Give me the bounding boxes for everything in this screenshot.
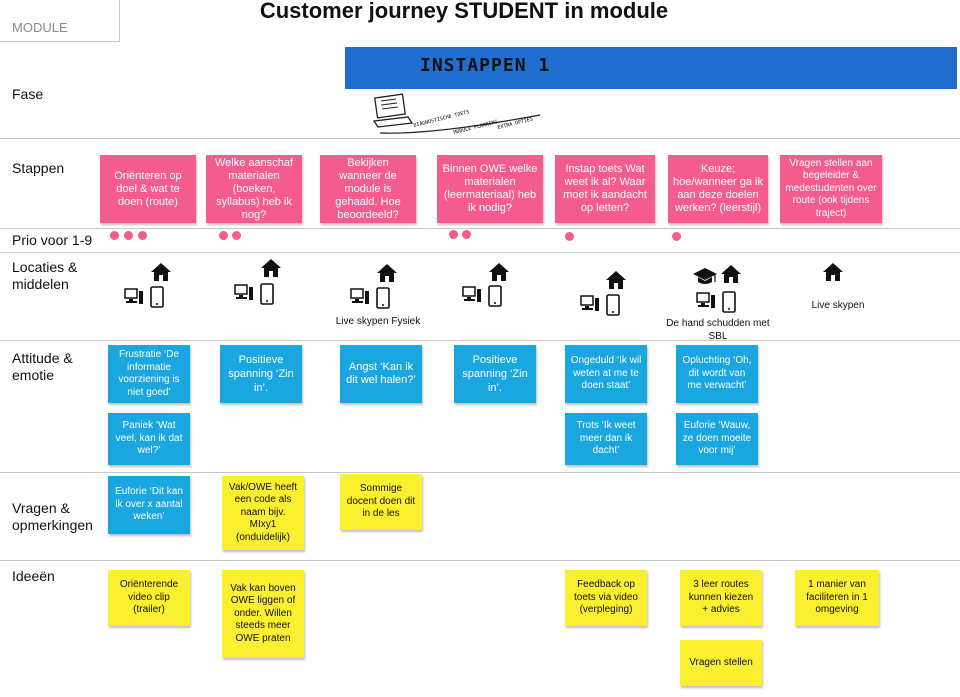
computer-icon (234, 284, 253, 300)
question-note: Vak/OWE heeft een code als naam bijv. MI… (222, 476, 304, 550)
tablet-icon (722, 291, 736, 313)
tablet-icon (606, 294, 620, 316)
house-icon (721, 265, 741, 283)
graduation-cap-icon (693, 268, 717, 284)
step-note: Oriënteren op doel & wat te doen (route) (100, 155, 196, 223)
step-note: Keuze; hoe/wanneer ga ik aan deze doelen… (668, 155, 768, 223)
priority-dot (110, 231, 119, 240)
row-label-vragen: Vragen & opmerkingen (12, 500, 93, 533)
idea-note: Vak kan boven OWE liggen of onder. Wille… (222, 570, 304, 658)
step-note: Instap toets Wat weet ik al? Waar moet i… (555, 155, 655, 223)
computer-icon (580, 295, 599, 311)
row-label-ideeen: Ideeën (12, 568, 55, 584)
row-label-prio: Prio voor 1-9 (12, 232, 93, 248)
phase-banner (345, 47, 957, 89)
divider (0, 340, 960, 341)
idea-note: Vragen stellen (680, 640, 762, 686)
sketch-label: MODULE PLANNING (453, 119, 498, 136)
divider (0, 228, 960, 229)
page-title: Customer journey STUDENT in module (259, 0, 669, 23)
house-icon (823, 263, 843, 281)
computer-icon (696, 292, 715, 308)
row-label-attitude: Attitude & emotie (12, 350, 73, 383)
house-icon (151, 263, 171, 281)
priority-dot (672, 232, 681, 241)
idea-note: Oriënterende video clip (trailer) (108, 570, 190, 626)
priority-dot (449, 230, 458, 239)
divider (0, 138, 960, 139)
house-icon (606, 271, 626, 289)
priority-dot (232, 231, 241, 240)
emotion-note: Ongeduld ‘Ik wil weten at me te doen sta… (565, 345, 647, 403)
row-label-fase: Fase (12, 86, 44, 102)
location-caption: Live skypen Fysiek (335, 316, 421, 327)
tablet-icon (376, 287, 390, 309)
laptop-sketch-icon: DIAGNOSTISCHE TOETS MODULE PLANNING EXTR… (372, 93, 541, 136)
house-icon (489, 263, 509, 281)
computer-icon (350, 288, 369, 304)
priority-dot (124, 231, 133, 240)
emotion-note: Opluchting ‘Oh, dit wordt van me verwach… (676, 345, 758, 403)
emotion-note: Trots ‘Ik weet meer dan ik dacht’ (565, 413, 647, 465)
priority-dot (565, 232, 574, 241)
location-caption: Live skypen (811, 300, 865, 311)
emotion-note: Positieve spanning ‘Zin in’. (454, 345, 536, 403)
emotion-note: Paniek ‘Wat veel, kan ik dat wel?’ (108, 413, 190, 465)
priority-dot (138, 231, 147, 240)
emotion-note: Positieve spanning ‘Zin in’. (220, 345, 302, 403)
house-icon (377, 264, 397, 282)
step-note: Vragen stellen aan begeleider & medestud… (780, 155, 882, 223)
tablet-icon (150, 286, 164, 308)
priority-dot (462, 230, 471, 239)
module-label: MODULE (0, 0, 120, 42)
step-note: Welke aanschaf materialen (boeken, sylla… (206, 155, 302, 223)
sketch-label: DIAGNOSTISCHE TOETS (413, 109, 470, 129)
question-note: Sommige docent doen dit in de les (340, 474, 422, 530)
idea-note: 3 leer routes kunnen kiezen + advies (680, 570, 762, 626)
step-note: Binnen OWE welke materialen (leermateria… (437, 155, 543, 223)
sketch-label: EXTRA OPTIES (497, 116, 534, 131)
priority-dot (219, 231, 228, 240)
row-label-stappen: Stappen (12, 160, 65, 176)
step-note: Bekijken wanneer de module is gehaald. H… (320, 155, 416, 223)
location-caption: De hand schudden met SBL (666, 318, 770, 342)
question-note: Euforie ‘Dit kan ik over x aantal weken’ (108, 476, 190, 534)
idea-note: 1 manier van faciliteren in 1 omgeving (795, 570, 879, 626)
emotion-note: Frustratie ‘De informatie voorziening is… (108, 345, 190, 403)
tablet-icon (260, 283, 274, 305)
phase-banner-title: INSTAPPEN 1 (420, 55, 551, 76)
emotion-note: Euforie ‘Wauw, ze doen moeite voor mij’ (676, 413, 758, 465)
tablet-icon (488, 285, 502, 307)
idea-note: Feedback op toets via video (verpleging) (565, 570, 647, 626)
emotion-note: Angst ‘Kan ik dit wel halen?’ (340, 345, 422, 403)
house-icon (261, 259, 281, 277)
divider (0, 560, 960, 561)
computer-icon (462, 286, 481, 302)
computer-icon (124, 288, 143, 304)
row-label-locaties: Locaties & middelen (12, 259, 78, 292)
divider (0, 472, 960, 473)
divider (0, 252, 960, 253)
